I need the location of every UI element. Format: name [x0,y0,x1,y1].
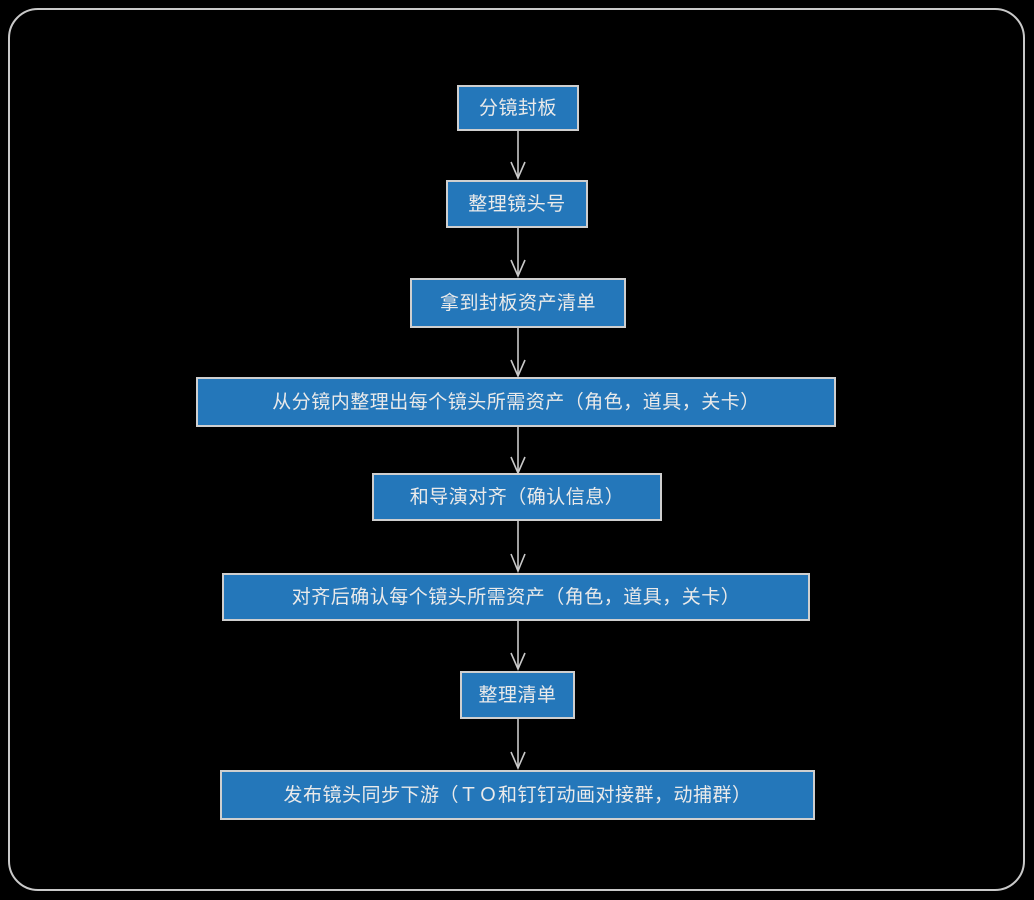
flow-node-2[interactable]: 整理镜头号 [446,180,588,228]
flow-connector-1-2 [503,131,533,180]
flow-node-8[interactable]: 发布镜头同步下游（ＴＯ和钉钉动画对接群，动捕群） [220,770,815,820]
flow-connector-6-7 [503,621,533,671]
flow-node-5[interactable]: 和导演对齐（确认信息） [372,473,662,521]
flow-connector-2-3 [503,228,533,278]
flow-node-6-label: 对齐后确认每个镜头所需资产（角色，道具，关卡） [291,585,741,608]
flow-node-3[interactable]: 拿到封板资产清单 [410,278,626,328]
flow-node-1-label: 分镜封板 [478,96,557,119]
flow-connector-5-6 [503,521,533,574]
diagram-frame [8,8,1025,891]
flow-node-1[interactable]: 分镜封板 [457,85,579,131]
flow-node-8-label: 发布镜头同步下游（ＴＯ和钉钉动画对接群，动捕群） [283,783,752,806]
flow-connector-4-5 [503,427,533,475]
flow-node-7-label: 整理清单 [478,683,557,706]
flow-node-7[interactable]: 整理清单 [460,671,575,719]
flow-node-2-label: 整理镜头号 [468,192,566,215]
flow-connector-7-8 [503,719,533,770]
flow-node-4[interactable]: 从分镜内整理出每个镜头所需资产（角色，道具，关卡） [196,377,836,427]
flow-node-5-label: 和导演对齐（确认信息） [409,485,625,508]
flow-node-6[interactable]: 对齐后确认每个镜头所需资产（角色，道具，关卡） [222,573,810,621]
flow-node-4-label: 从分镜内整理出每个镜头所需资产（角色，道具，关卡） [272,390,760,413]
flow-node-3-label: 拿到封板资产清单 [439,291,596,314]
flow-connector-3-4 [503,328,533,378]
